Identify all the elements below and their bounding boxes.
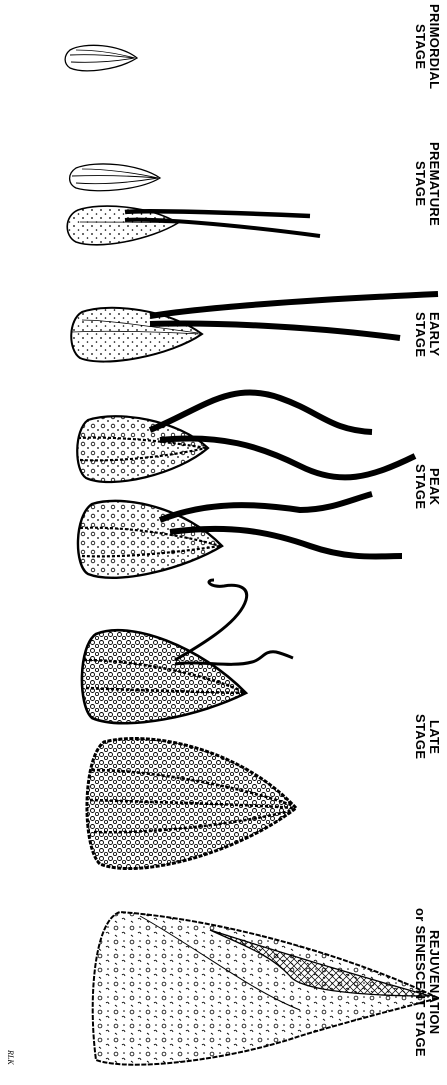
- premature-fruit-1: [70, 164, 160, 191]
- label-line: or SENESCENT STAGE: [413, 908, 427, 1057]
- peak-fruit-1: [77, 392, 415, 482]
- label-primordial-stage: PRIMORDIAL STAGE: [391, 4, 441, 89]
- label-line: PRIMORDIAL: [427, 4, 441, 89]
- label-line: STAGE: [413, 24, 427, 69]
- label-line: STAGE: [413, 464, 427, 509]
- label-rejuvenation-stage: REJUVENATION or SENESCENT STAGE: [391, 908, 441, 1057]
- label-late-stage: LATE STAGE: [391, 714, 441, 759]
- label-early-stage: EARLY STAGE: [391, 312, 441, 357]
- peak-fruit-2: [78, 494, 402, 578]
- primordial-fruit: [65, 45, 137, 70]
- premature-fruit-2: [67, 206, 320, 245]
- label-line: LATE: [427, 720, 441, 754]
- label-line: PEAK: [427, 468, 441, 505]
- label-line: STAGE: [413, 161, 427, 206]
- rejuvenation-fruit: [93, 912, 438, 1065]
- label-premature-stage: PREMATURE STAGE: [391, 142, 441, 226]
- label-line: STAGE: [413, 714, 427, 759]
- label-line: STAGE: [413, 312, 427, 357]
- label-line: PREMATURE: [427, 142, 441, 226]
- label-line: EARLY: [427, 312, 441, 356]
- late-fruit-2: [87, 738, 296, 868]
- label-line: REJUVENATION: [427, 930, 441, 1034]
- early-fruit: [71, 294, 438, 362]
- artist-signature: RLK: [6, 1050, 15, 1065]
- label-peak-stage: PEAK STAGE: [391, 464, 441, 509]
- late-fruit-1: [82, 580, 293, 723]
